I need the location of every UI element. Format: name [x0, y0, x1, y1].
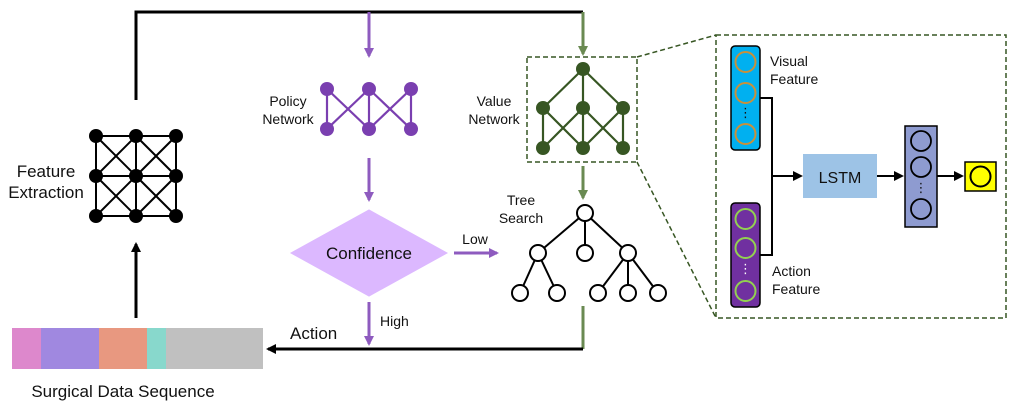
tree-search-label-1: Tree [507, 192, 535, 208]
sequence-segment-5 [166, 328, 263, 369]
visual-feature-cells [734, 51, 757, 145]
visual-feature-ellipsis: ⋮ [739, 105, 752, 120]
visual-feature-label-1: Visual [770, 53, 808, 69]
tree-search-nodes [511, 204, 667, 302]
policy-network-nodes [320, 82, 418, 136]
value-network-detail-panel [715, 34, 1007, 319]
confidence-label: Confidence [326, 244, 412, 263]
action-feature-label-2: Feature [772, 281, 820, 297]
action-label: Action [290, 324, 337, 343]
visual-feature-connector [760, 97, 773, 176]
sequence-segment-4 [147, 328, 166, 369]
value-network-zoom-box [526, 56, 638, 163]
sequence-segment-1 [12, 328, 41, 369]
feature-extraction-label-1: Feature [17, 162, 76, 181]
tree-search-label-2: Search [499, 210, 543, 226]
policy-network-label-2: Network [262, 111, 314, 127]
final-output-node [969, 165, 992, 188]
lstm-label: LSTM [819, 170, 862, 187]
low-label: Low [462, 231, 489, 247]
top-loop-line [134, 10, 583, 100]
surgical-data-sequence [12, 328, 263, 369]
value-network-nodes [536, 62, 630, 155]
action-feature-label-1: Action [772, 263, 811, 279]
surgical-data-sequence-label: Surgical Data Sequence [31, 382, 214, 401]
action-feature-cells [734, 208, 757, 302]
confidence-diamond [289, 209, 449, 297]
feature-extraction-label-2: Extraction [8, 183, 84, 202]
high-label: High [380, 313, 409, 329]
sequence-segment-3 [99, 328, 147, 369]
action-feature-ellipsis: ⋮ [739, 261, 752, 276]
feature-extraction-nodes [89, 129, 183, 223]
lstm-output-ellipsis: ⋮ [915, 180, 928, 195]
visual-feature-label-2: Feature [770, 71, 818, 87]
policy-network-label-1: Policy [269, 93, 306, 109]
lstm-box [803, 154, 877, 198]
value-network-label-1: Value [477, 93, 512, 109]
action-feature-connector [760, 176, 773, 256]
zoom-connector-top [636, 34, 717, 58]
sequence-segment-2 [41, 328, 99, 369]
lstm-output-cells [910, 130, 932, 220]
value-network-label-2: Network [468, 111, 520, 127]
zoom-connector-bottom [636, 161, 717, 319]
